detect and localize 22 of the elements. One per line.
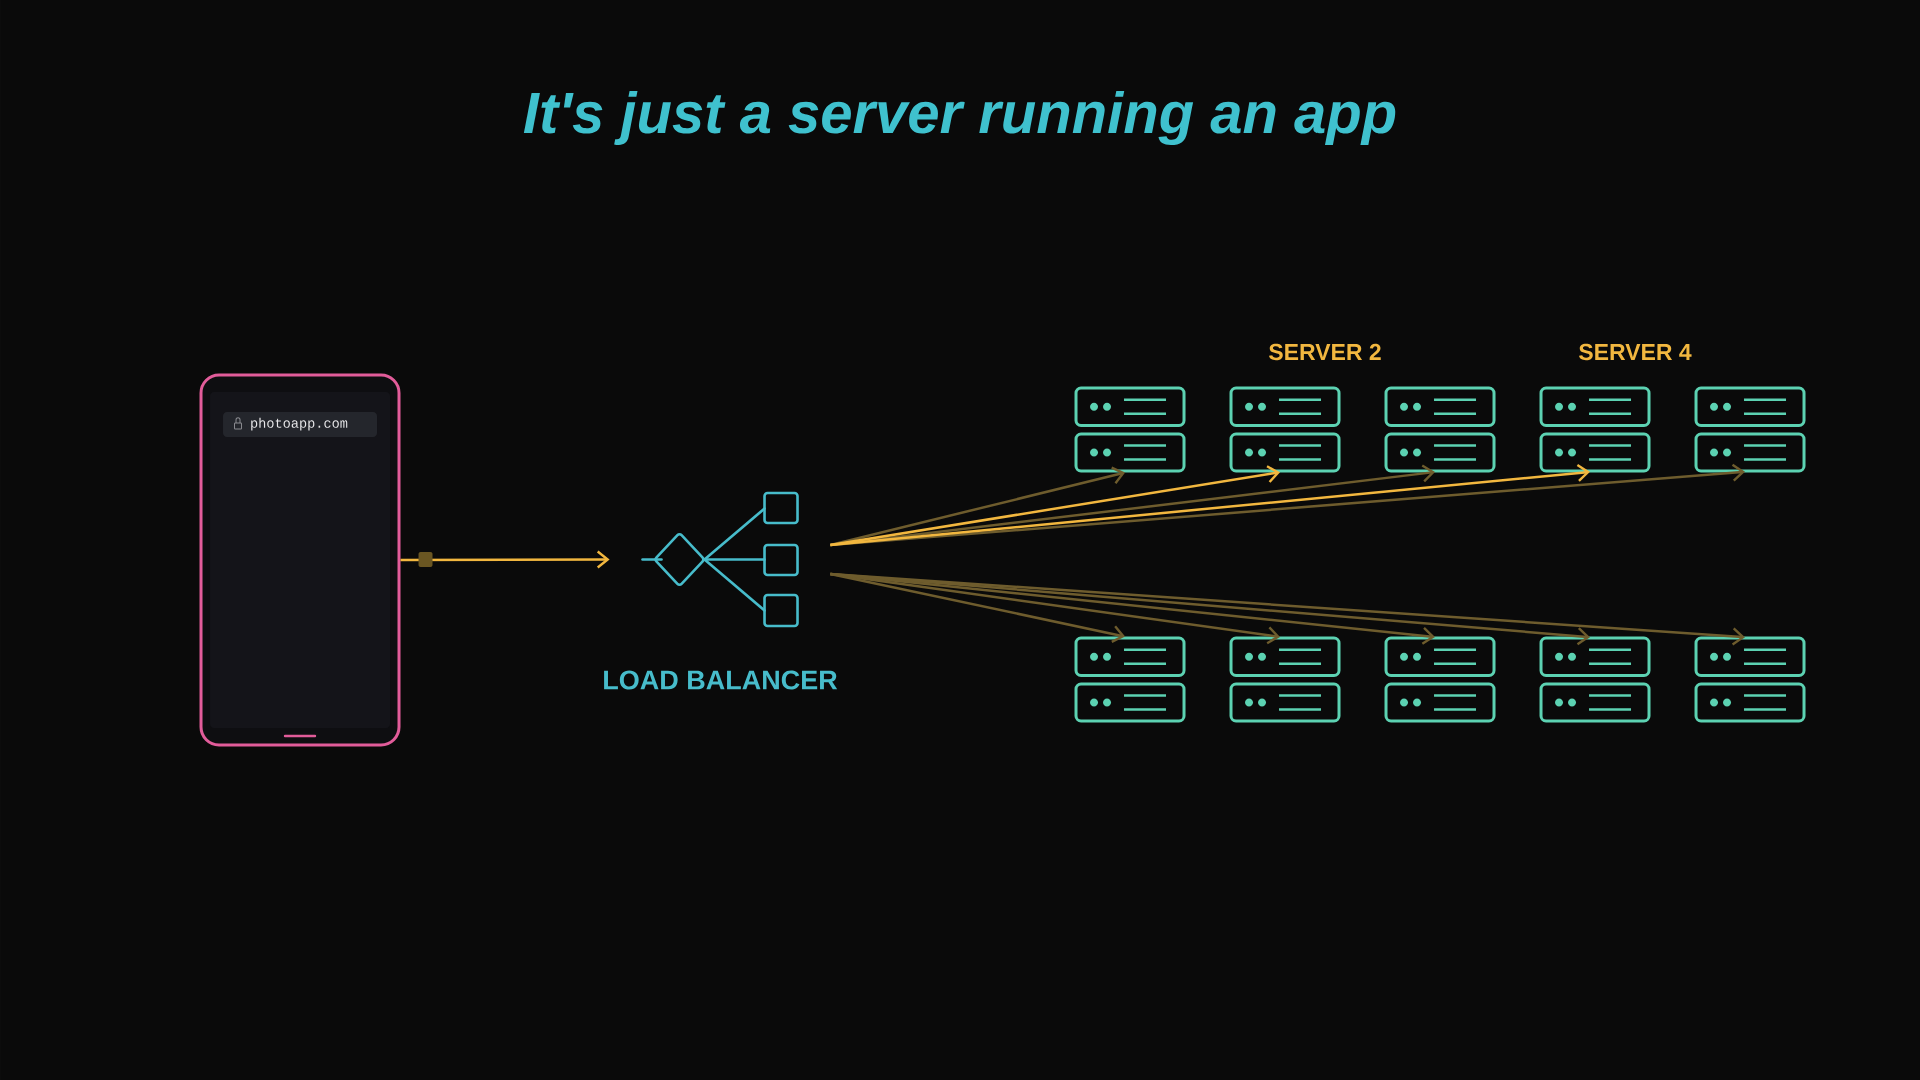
server-icon	[1074, 386, 1186, 473]
server-icon	[1384, 386, 1496, 473]
server-label: SERVER 4	[1579, 343, 1692, 361]
arrow	[830, 466, 1126, 547]
arrow	[830, 464, 1591, 547]
arrow	[830, 465, 1281, 547]
server-icon	[1229, 636, 1341, 723]
arrow	[830, 572, 1591, 646]
phone	[199, 373, 401, 747]
title: It's just a server running an app	[523, 90, 1396, 146]
arrow	[830, 572, 1746, 646]
address-bar: photoapp.com	[223, 412, 377, 437]
server-label: SERVER 2	[1269, 343, 1381, 361]
server-icon	[1539, 636, 1651, 723]
server-icon	[1694, 636, 1806, 723]
server-icon	[1384, 636, 1496, 723]
component-label: LOAD BALANCER	[604, 670, 838, 690]
server-icon	[1694, 386, 1806, 473]
server-icon	[1074, 636, 1186, 723]
arrow	[830, 572, 1281, 645]
arrow	[400, 550, 610, 569]
arrow	[830, 572, 1126, 643]
